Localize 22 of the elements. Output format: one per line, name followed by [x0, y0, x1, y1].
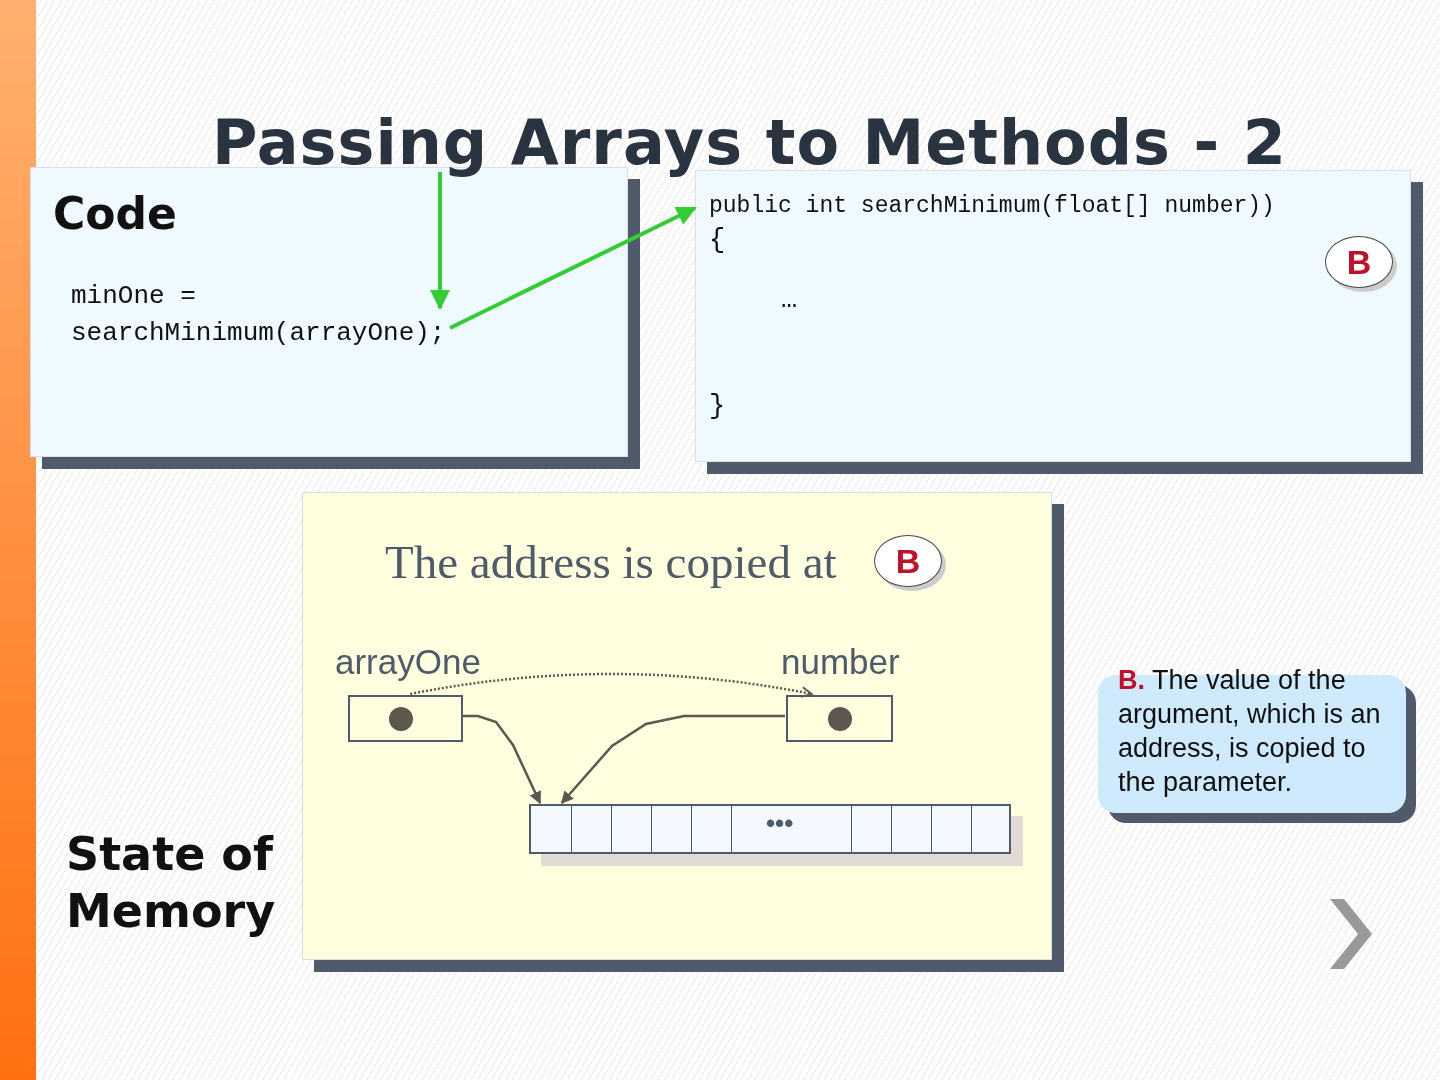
- step-marker: B: [1325, 236, 1393, 288]
- arrow: [560, 714, 785, 804]
- code-text: …: [781, 285, 798, 315]
- arrow: [462, 714, 542, 805]
- code-text: {: [709, 225, 726, 255]
- code-text: }: [709, 391, 726, 421]
- arrow: [449, 206, 697, 330]
- variable-name: number: [781, 642, 900, 682]
- callout-text: B. The value of the argument, which is an address, is copied to the parameter.: [1118, 664, 1382, 799]
- slide-title: Passing Arrays to Methods - 2: [212, 106, 1287, 179]
- variable-box: [348, 695, 463, 742]
- ellipsis-text: •••: [766, 808, 794, 839]
- variable-box: [786, 695, 893, 742]
- panel-heading: The address is copied at: [385, 535, 837, 589]
- arrow: [430, 172, 450, 310]
- variable-name: arrayOne: [335, 642, 481, 682]
- code-text: public int searchMinimum(float[] number)): [709, 193, 1275, 219]
- panel-heading: Code: [53, 188, 177, 239]
- step-marker: B: [874, 535, 942, 587]
- arrow: [410, 672, 813, 699]
- code-text: minOne = searchMinimum(arrayOne);: [66, 273, 451, 353]
- side-label: State of Memory: [66, 826, 277, 940]
